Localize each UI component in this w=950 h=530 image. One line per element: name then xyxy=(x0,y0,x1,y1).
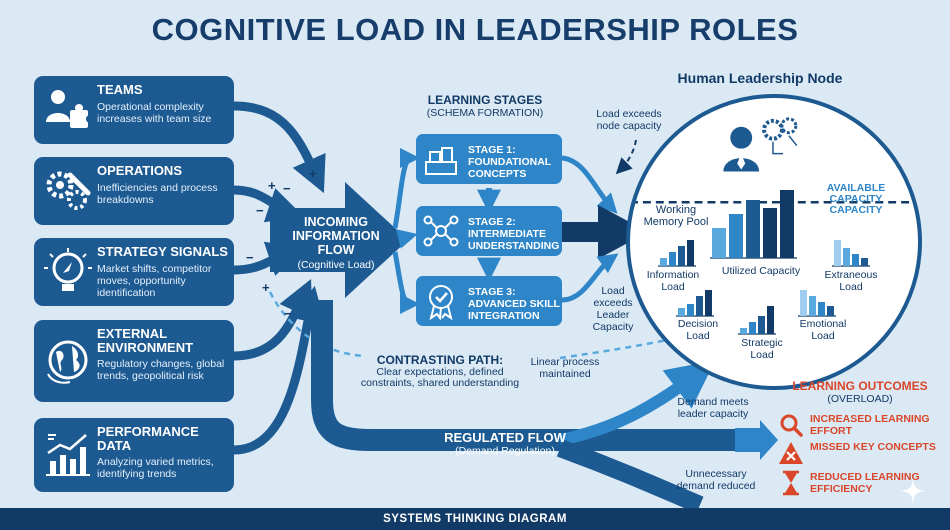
minus-sign: − xyxy=(256,203,264,218)
working-memory-label: Working Memory Pool xyxy=(643,204,709,228)
magnifier-icon xyxy=(780,414,803,437)
page-title: COGNITIVE LOAD IN LEADERSHIP ROLES xyxy=(151,12,799,47)
note-demand-meets: Demand meets leader capacity xyxy=(677,396,749,420)
learning-outcomes: LEARNING OUTCOMES (OVERLOAD) xyxy=(770,379,950,406)
blocks-icon xyxy=(425,147,457,175)
outcome-reduced-efficiency: REDUCED LEARNING EFFICIENCY xyxy=(778,470,950,498)
stage-3-box: STAGE 3: ADVANCED SKILL INTEGRATION xyxy=(416,276,562,326)
learning-stages-subtitle: (SCHEMA FORMATION) xyxy=(426,107,544,119)
globe-icon xyxy=(47,340,88,384)
performance-flow-arrow xyxy=(233,285,326,455)
contrasting-heading: CONTRASTING PATH: xyxy=(376,353,504,367)
exceeds-node-dashed-arrow xyxy=(615,139,637,175)
note-exceeds-node: Load exceeds node capacity xyxy=(596,108,662,132)
utilized-capacity-label: Utilized Capacity xyxy=(721,265,801,277)
stage-2-box: STAGE 2: INTERMEDIATE UNDERSTANDING xyxy=(416,206,562,256)
lightbulb-compass-icon xyxy=(44,248,92,291)
leader-icon xyxy=(723,117,798,172)
outcome-label: MISSED KEY CONCEPTS xyxy=(810,441,936,453)
to-stage2-arrow xyxy=(395,229,418,249)
decision-load-label: Decision Load xyxy=(677,318,719,342)
source-external-environment: EXTERNAL ENVIRONMENT Regulatory changes,… xyxy=(34,320,234,402)
incoming-flow-arrow xyxy=(270,182,408,298)
to-stage1-arrow xyxy=(392,148,420,229)
available-capacity-label: AVAILABLE CAPACITY CAPACITY xyxy=(826,182,886,216)
sparkle-icon xyxy=(900,478,926,504)
contrasting-path: CONTRASTING PATH: Clear expectations, de… xyxy=(356,353,524,390)
stage-1-box: STAGE 1: FOUNDATIONAL CONCEPTS xyxy=(416,134,562,184)
outcome-label: INCREASED LEARNING EFFORT xyxy=(810,413,930,437)
stage1-to-node-arrow xyxy=(561,155,618,214)
footer-caption: SYSTEMS THINKING DIAGRAM xyxy=(0,508,950,530)
regulated-flow-band xyxy=(311,300,740,451)
information-load-label: Information Load xyxy=(646,269,700,293)
source-teams: TEAMS Operational complexity increases w… xyxy=(34,76,234,144)
extraneous-load-label: Extraneous Load xyxy=(824,269,878,293)
note-linear: Linear process maintained xyxy=(530,356,600,380)
stage-label: STAGE 3: ADVANCED SKILL INTEGRATION xyxy=(468,286,560,322)
plus-sign: + xyxy=(262,280,270,295)
source-description: Inefficiencies and process breakdowns xyxy=(97,182,218,206)
regulated-flow-heading: REGULATED FLOW xyxy=(444,430,566,445)
badge-icon xyxy=(429,285,453,320)
plus-sign: + xyxy=(309,166,317,181)
outcomes-heading: LEARNING OUTCOMES xyxy=(792,379,928,393)
outcome-increased-effort: INCREASED LEARNING EFFORT xyxy=(778,412,950,440)
source-description: Regulatory changes, global trends, geopo… xyxy=(97,358,225,382)
source-heading: OPERATIONS xyxy=(97,163,182,178)
source-description: Operational complexity increases with te… xyxy=(97,101,212,125)
contrasting-description: Clear expectations, defined constraints,… xyxy=(360,365,520,389)
source-strategy-signals: STRATEGY SIGNALS Market shifts, competit… xyxy=(34,238,234,306)
outcome-missed-concepts: MISSED KEY CONCEPTS xyxy=(778,440,950,468)
source-heading: PERFORMANCE DATA xyxy=(97,424,199,453)
emotional-load-label: Emotional Load xyxy=(799,318,847,342)
contrasting-path-arrow xyxy=(559,334,680,360)
source-description: Market shifts, competitor moves, opportu… xyxy=(97,263,212,299)
source-operations: OPERATIONS Inefficiencies and process br… xyxy=(34,157,234,225)
source-heading: TEAMS xyxy=(97,82,143,97)
teams-flow-arrow xyxy=(233,101,326,194)
minus-sign: − xyxy=(246,250,254,265)
hub-subtitle: (Cognitive Load) xyxy=(297,259,375,271)
stage3-to-node-arrow xyxy=(561,253,619,303)
note-exceeds-leader: Load exceeds Leader Capacity xyxy=(592,285,634,333)
regulated-flow: REGULATED FLOW (Demand Regulation) xyxy=(440,430,570,457)
gears-wrench-icon xyxy=(46,171,91,210)
outcome-label: REDUCED LEARNING EFFICIENCY xyxy=(810,471,920,495)
regulated-flow-subtitle: (Demand Regulation) xyxy=(455,445,555,457)
stage-label: STAGE 2: INTERMEDIATE UNDERSTANDING xyxy=(468,216,560,252)
demand-meets-arrow xyxy=(558,360,716,446)
plus-sign: + xyxy=(268,178,276,193)
source-description: Analyzing varied metrics, identifying tr… xyxy=(97,456,214,480)
learning-stages-header: LEARNING STAGES (SCHEMA FORMATION) xyxy=(420,94,550,120)
minus-sign: − xyxy=(284,306,292,321)
reduced-demand-band xyxy=(556,439,704,514)
minus-sign: − xyxy=(283,181,291,196)
contrasting-path-start xyxy=(268,291,365,358)
to-outcomes-arrow xyxy=(735,420,778,460)
strategic-load-label: Strategic Load xyxy=(741,337,783,361)
hourglass-icon xyxy=(783,470,799,496)
warning-icon xyxy=(779,442,803,464)
to-stage3-arrow xyxy=(392,251,420,314)
chart-icon xyxy=(46,434,90,476)
stage2-to-node-arrow xyxy=(562,205,648,259)
environment-flow-arrow xyxy=(233,278,313,361)
network-icon xyxy=(423,215,459,247)
source-performance-data: PERFORMANCE DATA Analyzing varied metric… xyxy=(34,418,234,492)
hub-heading: INCOMING INFORMATION FLOW xyxy=(292,215,380,257)
learning-stages-title: LEARNING STAGES xyxy=(427,93,543,107)
incoming-information-flow: INCOMING INFORMATION FLOW (Cognitive Loa… xyxy=(282,215,390,271)
stage-label: STAGE 1: FOUNDATIONAL CONCEPTS xyxy=(468,144,552,180)
node-graphics xyxy=(630,117,918,204)
node-title: Human Leadership Node xyxy=(677,70,843,86)
team-puzzle-icon xyxy=(46,90,94,128)
source-heading: EXTERNAL ENVIRONMENT xyxy=(97,326,194,355)
note-demand-reduced: Unnecessary demand reduced xyxy=(676,468,756,492)
outcomes-subtitle: (OVERLOAD) xyxy=(827,393,893,405)
source-heading: STRATEGY SIGNALS xyxy=(97,244,228,259)
